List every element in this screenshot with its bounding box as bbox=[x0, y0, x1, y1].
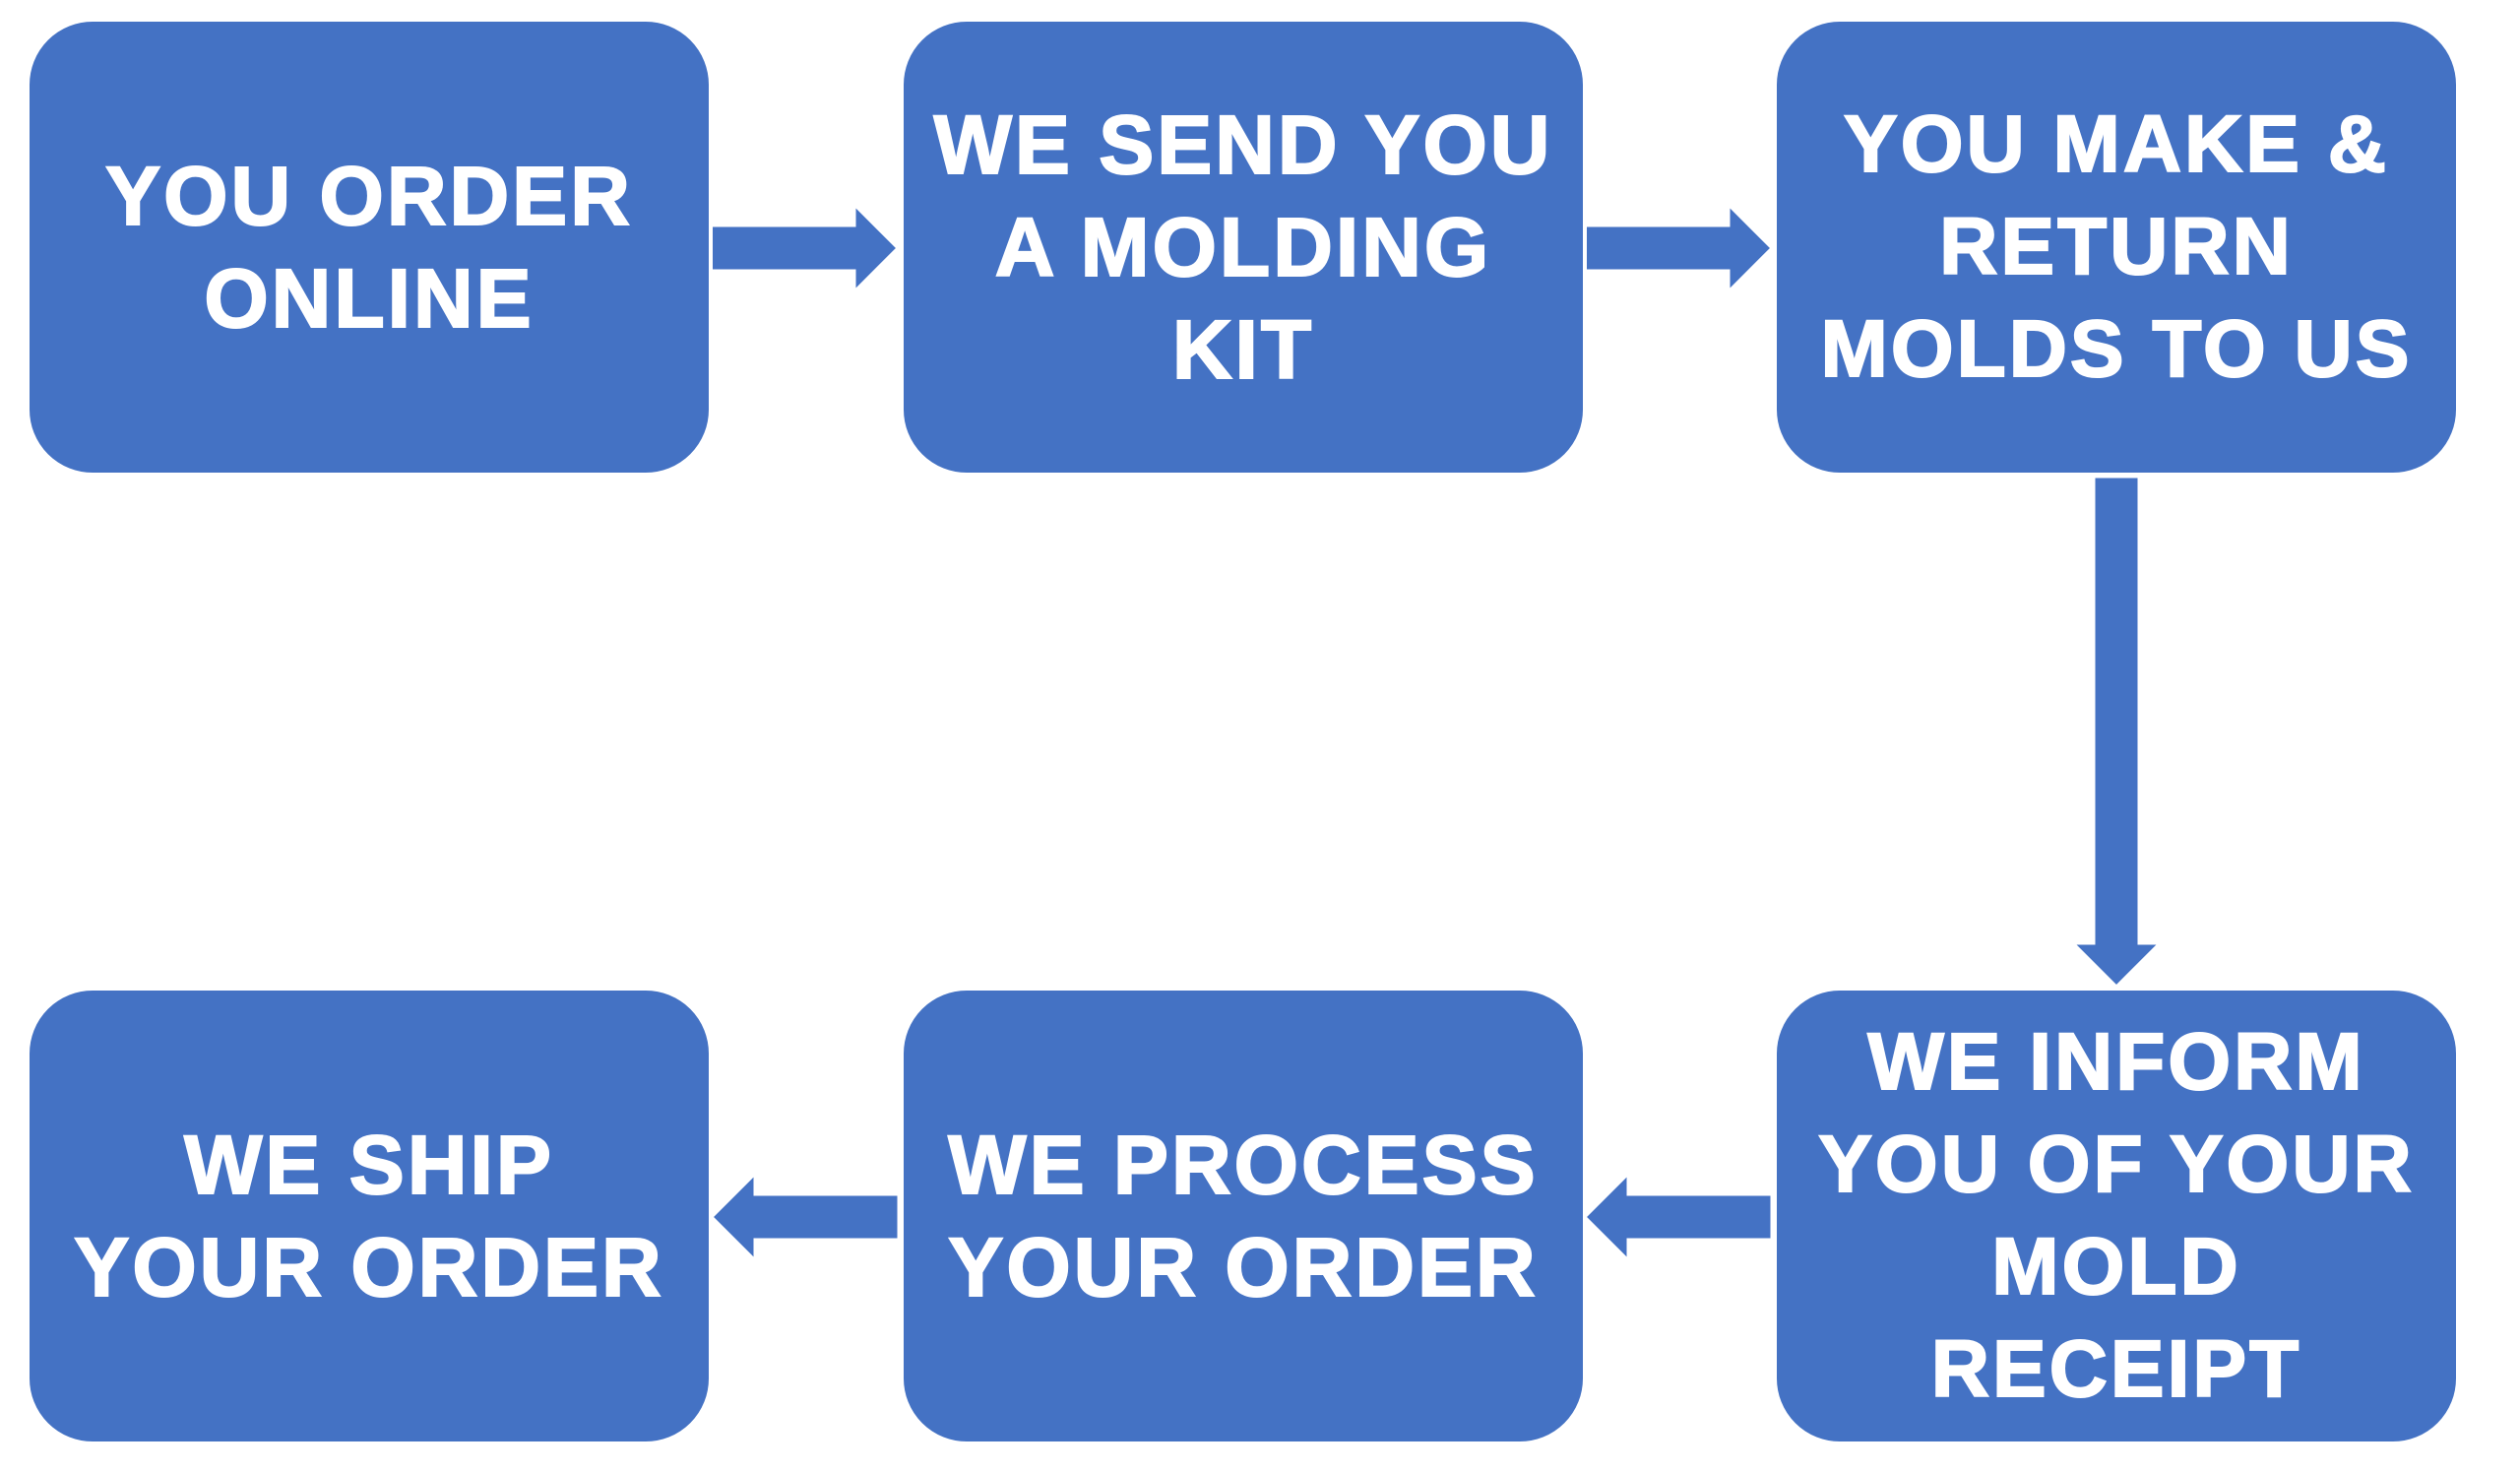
arrow-kit-to-molds bbox=[1583, 201, 1775, 295]
arrow-receipt-to-process bbox=[1582, 1170, 1774, 1264]
step-label: YOU MAKE & RETURN MOLDS TO US bbox=[1820, 98, 2413, 395]
step-label: WE INFORM YOU OF YOUR MOLD RECEIPT bbox=[1817, 1016, 2415, 1415]
step-box-order-online: YOU ORDER ONLINE bbox=[26, 18, 713, 477]
step-box-mold-receipt: WE INFORM YOU OF YOUR MOLD RECEIPT bbox=[1773, 987, 2460, 1445]
step-box-ship-order: WE SHIP YOUR ORDER bbox=[26, 987, 713, 1445]
arrow-molds-to-receipt bbox=[2069, 475, 2164, 990]
arrow-process-to-ship bbox=[709, 1170, 901, 1264]
step-label: WE PROCESS YOUR ORDER bbox=[947, 1118, 1539, 1314]
step-label: WE SHIP YOUR ORDER bbox=[73, 1118, 664, 1314]
step-label: WE SEND YOU A MOLDING KIT bbox=[933, 97, 1553, 397]
step-box-process-order: WE PROCESS YOUR ORDER bbox=[900, 987, 1587, 1445]
step-box-return-molds: YOU MAKE & RETURN MOLDS TO US bbox=[1773, 18, 2460, 477]
arrow-order-to-kit bbox=[709, 201, 901, 295]
step-label: YOU ORDER ONLINE bbox=[104, 149, 633, 346]
step-box-send-kit: WE SEND YOU A MOLDING KIT bbox=[900, 18, 1587, 477]
